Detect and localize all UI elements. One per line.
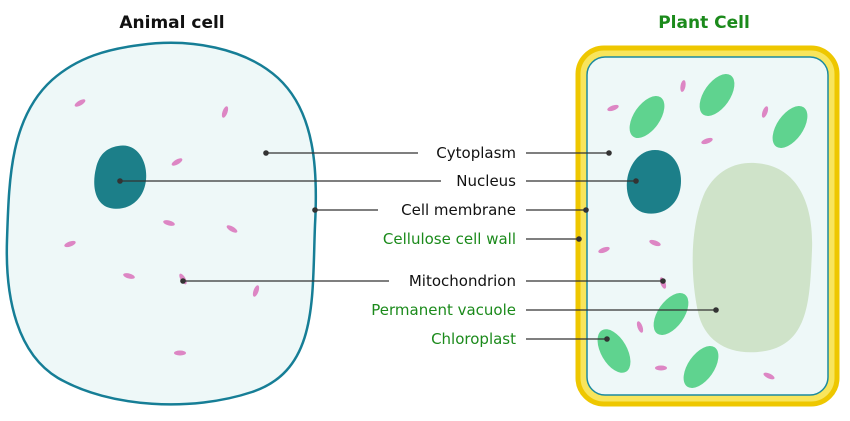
plant-chloroplast	[699, 73, 735, 117]
plant-mitochondrion	[680, 80, 686, 92]
plant-mitochondria	[598, 80, 775, 380]
mitochondrion-pointer-plant	[660, 278, 666, 284]
label-mitochondrion: Mitochondrion	[409, 272, 516, 290]
cell-wall-pointer-plant	[576, 236, 582, 242]
animal-mitochondrion	[74, 99, 86, 107]
cell-membrane-pointer-animal	[312, 207, 318, 213]
plant-chloroplasts	[597, 73, 808, 389]
plant-vacuole	[692, 162, 813, 353]
plant-mitochondrion	[636, 321, 644, 333]
plant-mitochondrion	[763, 372, 775, 380]
animal-mitochondrion	[163, 220, 175, 226]
plant-mitochondrion	[701, 137, 713, 145]
plant-mitochondrion	[655, 365, 667, 371]
plant-mitochondrion	[761, 106, 769, 118]
nucleus-pointer-animal	[117, 178, 123, 184]
animal-mitochondrion	[221, 106, 229, 118]
animal-mitochondrion	[174, 350, 186, 356]
plant-mitochondrion	[649, 239, 661, 247]
vacuole-pointer-plant	[713, 307, 719, 313]
chloroplast-pointer-plant	[604, 336, 610, 342]
plant-chloroplast	[683, 345, 719, 389]
plant-cell	[575, 45, 840, 407]
label-chloroplast: Chloroplast	[431, 330, 516, 348]
cytoplasm-pointer-plant	[606, 150, 612, 156]
animal-mitochondrion	[123, 273, 135, 279]
animal-mitochondrion	[252, 285, 260, 297]
label-cellulose-cell-wall: Cellulose cell wall	[383, 230, 516, 248]
animal-cell-title: Animal cell	[119, 13, 224, 33]
animal-nucleus	[94, 145, 147, 209]
plant-chloroplast	[772, 105, 808, 149]
labels: Cytoplasm Nucleus Cell membrane Cellulos…	[371, 144, 516, 348]
label-cytoplasm: Cytoplasm	[436, 144, 516, 162]
animal-cell-membrane	[5, 41, 318, 406]
nucleus-pointer-plant	[633, 178, 639, 184]
leader-lines	[117, 150, 719, 342]
plant-mitochondrion	[607, 104, 619, 112]
mitochondrion-pointer-animal	[180, 278, 186, 284]
plant-mitochondrion	[598, 246, 610, 254]
label-permanent-vacuole: Permanent vacuole	[371, 301, 516, 319]
animal-cell	[5, 41, 318, 406]
animal-mitochondrion	[171, 158, 183, 166]
plant-nucleus	[626, 150, 681, 214]
label-nucleus: Nucleus	[456, 172, 516, 190]
plant-chloroplast	[629, 95, 665, 139]
label-cell-membrane: Cell membrane	[401, 201, 516, 219]
animal-mitochondrion	[64, 240, 76, 248]
plant-cell-title: Plant Cell	[658, 13, 750, 33]
cell-membrane-pointer-plant	[583, 207, 589, 213]
cytoplasm-pointer-animal	[263, 150, 269, 156]
plant-chloroplast	[653, 292, 689, 336]
animal-mitochondrion	[226, 225, 238, 233]
